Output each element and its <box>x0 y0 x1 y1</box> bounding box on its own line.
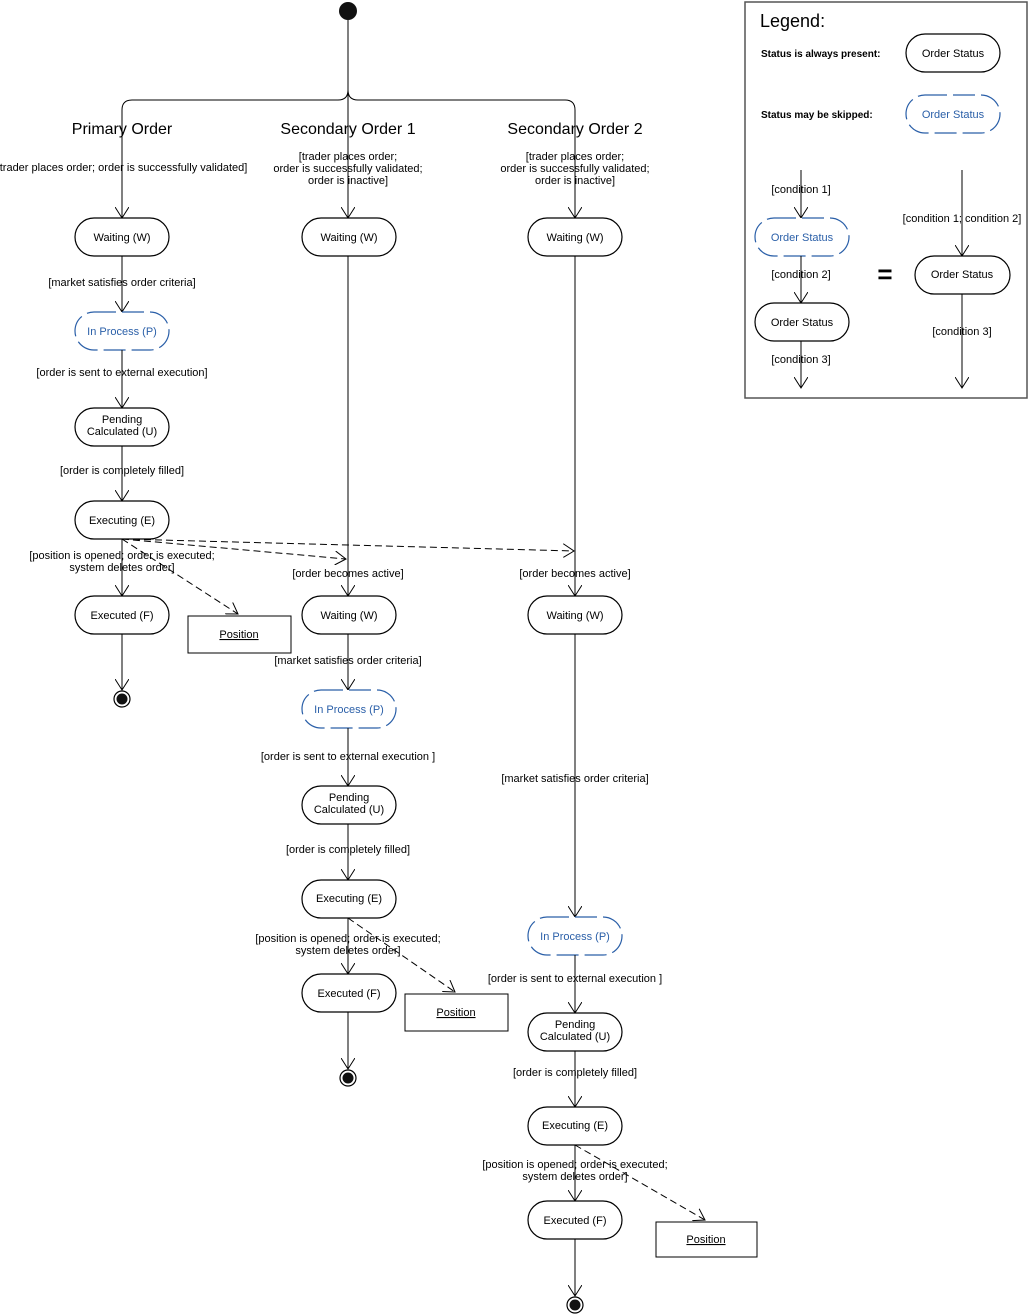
legend-title: Legend: <box>760 11 825 31</box>
transition-label: [position is opened; order is executed;s… <box>29 550 214 574</box>
position-label: Position <box>686 1234 725 1246</box>
transition-label: [order becomes active] <box>292 568 403 580</box>
legend: Legend: Status is always present: Order … <box>744 1 1028 399</box>
final-node <box>566 1296 584 1314</box>
state-label: Waiting (W) <box>93 232 150 244</box>
transition-label: [order is completely filled] <box>60 465 184 477</box>
legend-status-solid <box>905 33 1001 73</box>
position-label: Position <box>219 629 258 641</box>
legend-status-label: Order Status <box>922 109 985 121</box>
transition-label: [order is sent to external execution] <box>36 367 207 379</box>
legend-example-solid <box>754 302 850 342</box>
position-object <box>404 993 509 1032</box>
state-label: Executing (E) <box>542 1120 608 1132</box>
transition-label: [position is opened; order is executed;s… <box>482 1159 667 1183</box>
legend-equals-sign: = <box>877 259 892 289</box>
start-guard-label: [trader places order;order is successful… <box>273 151 422 187</box>
state-label: Waiting (W) <box>546 232 603 244</box>
legend-may-be-skipped-label: Status may be skipped: <box>761 110 873 121</box>
state-label: Executed (F) <box>544 1215 607 1227</box>
fork-connector <box>347 89 575 218</box>
transition-label: [market satisfies order criteria] <box>501 773 648 785</box>
state-label: Waiting (W) <box>320 610 377 622</box>
state-label: Executing (E) <box>89 515 155 527</box>
primary-order-column: Waiting (W) [market satisfies order crit… <box>29 217 574 708</box>
legend-always-present-label: Status is always present: <box>761 49 881 60</box>
transition-label: [position is opened; order is executed;s… <box>255 933 440 957</box>
transition-label: [order is completely filled] <box>286 844 410 856</box>
state-label: Executed (F) <box>318 988 381 1000</box>
state-in-process <box>301 689 397 729</box>
column-heading: Primary Order <box>72 121 173 138</box>
state-executing <box>301 879 397 919</box>
legend-condition-label: [condition 1; condition 2] <box>903 213 1022 225</box>
legend-status-label: Order Status <box>931 269 994 281</box>
state-label: Waiting (W) <box>320 232 377 244</box>
legend-status-label: Order Status <box>922 48 985 60</box>
legend-condition-label: [condition 2] <box>771 269 830 281</box>
final-node <box>113 690 131 708</box>
legend-condition-label: [condition 3] <box>932 326 991 338</box>
transition-label: [order is sent to external execution ] <box>488 973 662 985</box>
position-object <box>655 1221 758 1258</box>
position-object <box>187 615 292 654</box>
state-label: Executed (F) <box>91 610 154 622</box>
fork-connector <box>122 20 349 218</box>
state-label: In Process (P) <box>540 931 610 943</box>
legend-status-label: Order Status <box>771 317 834 329</box>
final-node <box>339 1069 357 1087</box>
state-label: Executing (E) <box>316 893 382 905</box>
transition-label: [market satisfies order criteria] <box>48 277 195 289</box>
transition-label: [order is completely filled] <box>513 1067 637 1079</box>
column-heading: Secondary Order 2 <box>507 121 642 138</box>
column-heading: Secondary Order 1 <box>280 121 415 138</box>
state-waiting <box>301 595 397 635</box>
legend-condition-label: [condition 1] <box>771 184 830 196</box>
secondary-order-2-column: Waiting (W) [order becomes active] Waiti… <box>482 217 758 1314</box>
state-executed <box>301 973 397 1013</box>
transition-label: [market satisfies order criteria] <box>274 655 421 667</box>
transition-label: [order is sent to external execution ] <box>261 751 435 763</box>
state-label: In Process (P) <box>314 704 384 716</box>
initial-node <box>339 2 357 20</box>
start-guard-label: [trader places order;order is successful… <box>500 151 649 187</box>
state-label: In Process (P) <box>87 326 157 338</box>
transition-label: [order becomes active] <box>519 568 630 580</box>
legend-example-dashed <box>754 217 850 257</box>
state-pending-calculated <box>301 785 397 825</box>
state-waiting <box>301 217 397 257</box>
legend-status-label: Order Status <box>771 232 834 244</box>
secondary-order-1-column: Waiting (W) [order becomes active] Waiti… <box>255 217 509 1087</box>
start-guard-label: [trader places order; order is successfu… <box>0 162 247 174</box>
position-label: Position <box>436 1007 475 1019</box>
state-label: Waiting (W) <box>546 610 603 622</box>
legend-condition-label: [condition 3] <box>771 354 830 366</box>
legend-status-dashed <box>905 94 1001 134</box>
